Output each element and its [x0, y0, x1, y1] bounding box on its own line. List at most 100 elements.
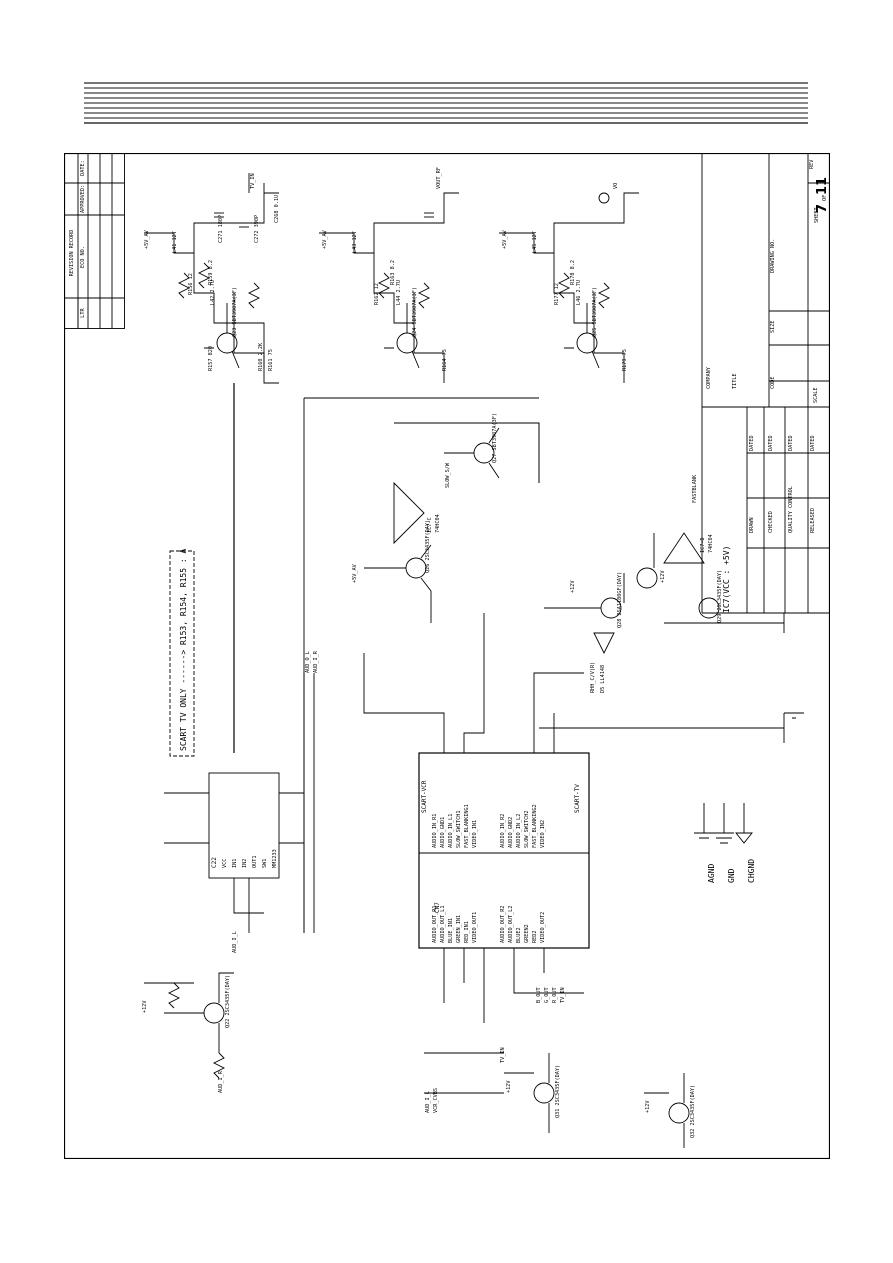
label-b-out: B_OUT: [536, 987, 542, 1003]
label-q24: Q24 SBT3907A(3F): [412, 287, 418, 337]
label-12v-q30: +12V: [506, 1081, 512, 1094]
label-12v-q22: +12V: [142, 1001, 148, 1014]
label-agnd: AGND: [707, 864, 716, 883]
pin-audio-gnd1: AUDIO_GND1: [440, 817, 446, 848]
label-scart-tv: SCART-TV: [574, 784, 581, 813]
label-12v-right: +12V: [660, 571, 666, 584]
label-q29: Q29 2SC3435F(DAY): [717, 570, 723, 623]
label-l46: L46 2.7U: [576, 280, 582, 305]
released-label: RELEASED: [810, 508, 816, 533]
pin-video-in1: VIDEO_IN1: [472, 820, 478, 848]
pin-fast-blanking2: FAST_BLANKING2: [532, 804, 538, 848]
label-switch-ic: C22: [211, 857, 218, 868]
label-l44: L44 2.7U: [396, 280, 402, 305]
label-74hc04-a: 74HC04: [435, 514, 441, 533]
video-amp-stage-3: +5V_AV VO Q25 SBT3907A(3F) L45 12T L46 2…: [499, 183, 639, 383]
switch-part: MM1233: [272, 849, 278, 868]
video-amp-stage-2: +5V_AV VOUT_RF Q24 SBT3907A(3F) L43 12T …: [319, 167, 459, 383]
label-q31: Q32 2SC3435F(DAY): [690, 1085, 696, 1138]
label-q22: Q22 2SC3435F(DAY): [225, 975, 231, 1028]
code-label: CODE: [770, 377, 776, 390]
audio-drivers: +12V +12V Q31 2SC3435F(DAY) Q32 2SC3435F…: [424, 987, 696, 1148]
header-rule-lines: [84, 82, 808, 124]
pin-red-in1: RED_IN1: [464, 921, 470, 943]
scart-connector-cn7: CN7 SCART-VCR SCART-TV AUDIO_IN_R1 AUDIO…: [363, 613, 590, 1023]
label-cvbs: AUD_I_L: [232, 931, 238, 953]
quality-label: QUALITY CONTROL: [788, 486, 794, 533]
scart-only-note: SCART TV ONLY ------> R153, R154, R155 :…: [169, 549, 195, 757]
label-r161: R161 75: [268, 349, 274, 371]
switch-pin-in1: IN1: [232, 859, 238, 868]
pin-video-out2: VIDEO_OUT2: [540, 912, 546, 943]
label-r162: R162 12: [374, 283, 380, 305]
label-aud-i-l: VCR_CVBS: [433, 1088, 439, 1113]
scart-only-text: SCART TV ONLY ------> R153, R154, R155 :…: [179, 549, 188, 751]
label-r179: R179 75: [622, 349, 628, 371]
label-gnd: GND: [727, 868, 736, 883]
pin-audio-gnd2: AUDIO_GND2: [508, 817, 514, 848]
label-l42: L42 2.7U: [210, 280, 216, 305]
label-scart-vcr: SCART-VCR: [421, 780, 428, 813]
revision-record-block: REVISION RECORD LTR ECO NO. APPROVED: DA…: [64, 153, 125, 329]
pin-slow-switch2: SLOW_SWITCH2: [524, 811, 530, 848]
label-r164: R164 75: [442, 349, 448, 371]
revision-col-ltr: LTR: [80, 307, 86, 317]
pin-red2: RED2: [532, 931, 538, 944]
label-c219: C271 180P: [218, 215, 224, 243]
drawn-label: DRAWN: [749, 517, 755, 533]
vcr-switch-driver: +12V AUD_I_R Q22 2SC3435F(DAY) AUD_I_L: [142, 931, 238, 1093]
label-vo: VO: [613, 183, 619, 189]
pin-audio-in-r2: AUDIO_IN_R2: [500, 814, 506, 848]
label-5v-av-2: +5V_AV: [322, 230, 328, 249]
size-label: SIZE: [770, 321, 776, 334]
label-tv-in-bottom: TV_IN: [560, 987, 566, 1003]
pin-green2: GREEN2: [524, 924, 530, 943]
label-aud-i-r: AUD_I_L: [425, 1091, 431, 1113]
dated-label-3: DATED: [788, 435, 794, 451]
label-l41: L41 12T: [172, 231, 178, 253]
label-5v-av-1: +5V_AV: [144, 230, 150, 249]
label-q28: Q28 2SA1180GF(DAY): [617, 572, 623, 628]
pin-slow-switch1: SLOW_SWITCH1: [456, 811, 462, 848]
checked-label: CHECKED: [768, 511, 774, 533]
label-r-out: R_OUT: [552, 987, 558, 1003]
label-chgnd: CHGND: [747, 859, 756, 883]
title-label: TITLE: [732, 373, 738, 389]
label-12v-mid: +12V: [570, 581, 576, 594]
dated-label-4: DATED: [810, 435, 816, 451]
label-fastblank: FASTBLANK: [692, 474, 698, 503]
title-block: COMPANY TITLE CODE SIZE DRAWING NO. REV …: [701, 153, 830, 614]
pin-audio-in-l1: AUDIO_IN_L1: [448, 814, 454, 848]
label-l45: L45 12T: [532, 231, 538, 253]
label-q30: Q31 2SC3435F(DAY): [555, 1065, 561, 1118]
label-vcr-sw: AUD_I_R: [218, 1070, 224, 1093]
label-r159: R159 8.2: [208, 260, 214, 285]
label-r156: R156 12: [188, 273, 194, 295]
label-ic-supply: IC7(VCC : +5V): [722, 546, 731, 613]
pin-blue2: BLUE2: [516, 927, 522, 943]
control-logic-section: IC7-C 74HC04 IC7-D 74HC04 IC7(VCC : +5V)…: [233, 383, 785, 933]
label-l43: L43 12T: [352, 231, 358, 253]
header-rule-band: [84, 82, 808, 126]
label-q27: Q27 SBT3907A(3F): [492, 413, 498, 463]
label-d5: D5 LL4148: [600, 665, 606, 693]
schematic-sheet: REVISION RECORD LTR ECO NO. APPROVED: DA…: [63, 152, 831, 1163]
label-q25: Q25 SBT3907A(3F): [592, 287, 598, 337]
pin-audio-out-r1: AUDIO_OUT_R1: [432, 906, 438, 943]
mid-signal-labels: AUD_O_L AUD_I_R +5V_AV +12V +12V: [303, 423, 804, 933]
sheet-number: 7: [815, 204, 830, 213]
label-aud-o-r: AUD_O_L: [305, 651, 311, 673]
dated-label-1: DATED: [749, 435, 755, 451]
revision-col-date: DATE:: [80, 160, 86, 176]
label-r163: R163 8.2: [390, 260, 396, 285]
rev-label: REV: [809, 160, 815, 169]
label-aud-o-l: AUD_I_R: [313, 650, 319, 673]
revision-title: REVISION RECORD: [69, 230, 75, 277]
pin-fast-blanking1: FAST_BLANKING1: [464, 804, 470, 848]
label-q26: Q26 2SC3435F(DAY): [425, 520, 431, 573]
sheet-label: SHEET: [814, 207, 820, 223]
revision-col-eco: ECO NO.: [80, 246, 86, 268]
pin-audio-out-l2: AUDIO_OUT_L2: [508, 906, 514, 943]
switch-ic-mm1233: C22 VCC IN1 IN2 OUT1 SW1 MM1233: [164, 772, 304, 933]
label-ic7d: IC7-D: [700, 537, 706, 553]
